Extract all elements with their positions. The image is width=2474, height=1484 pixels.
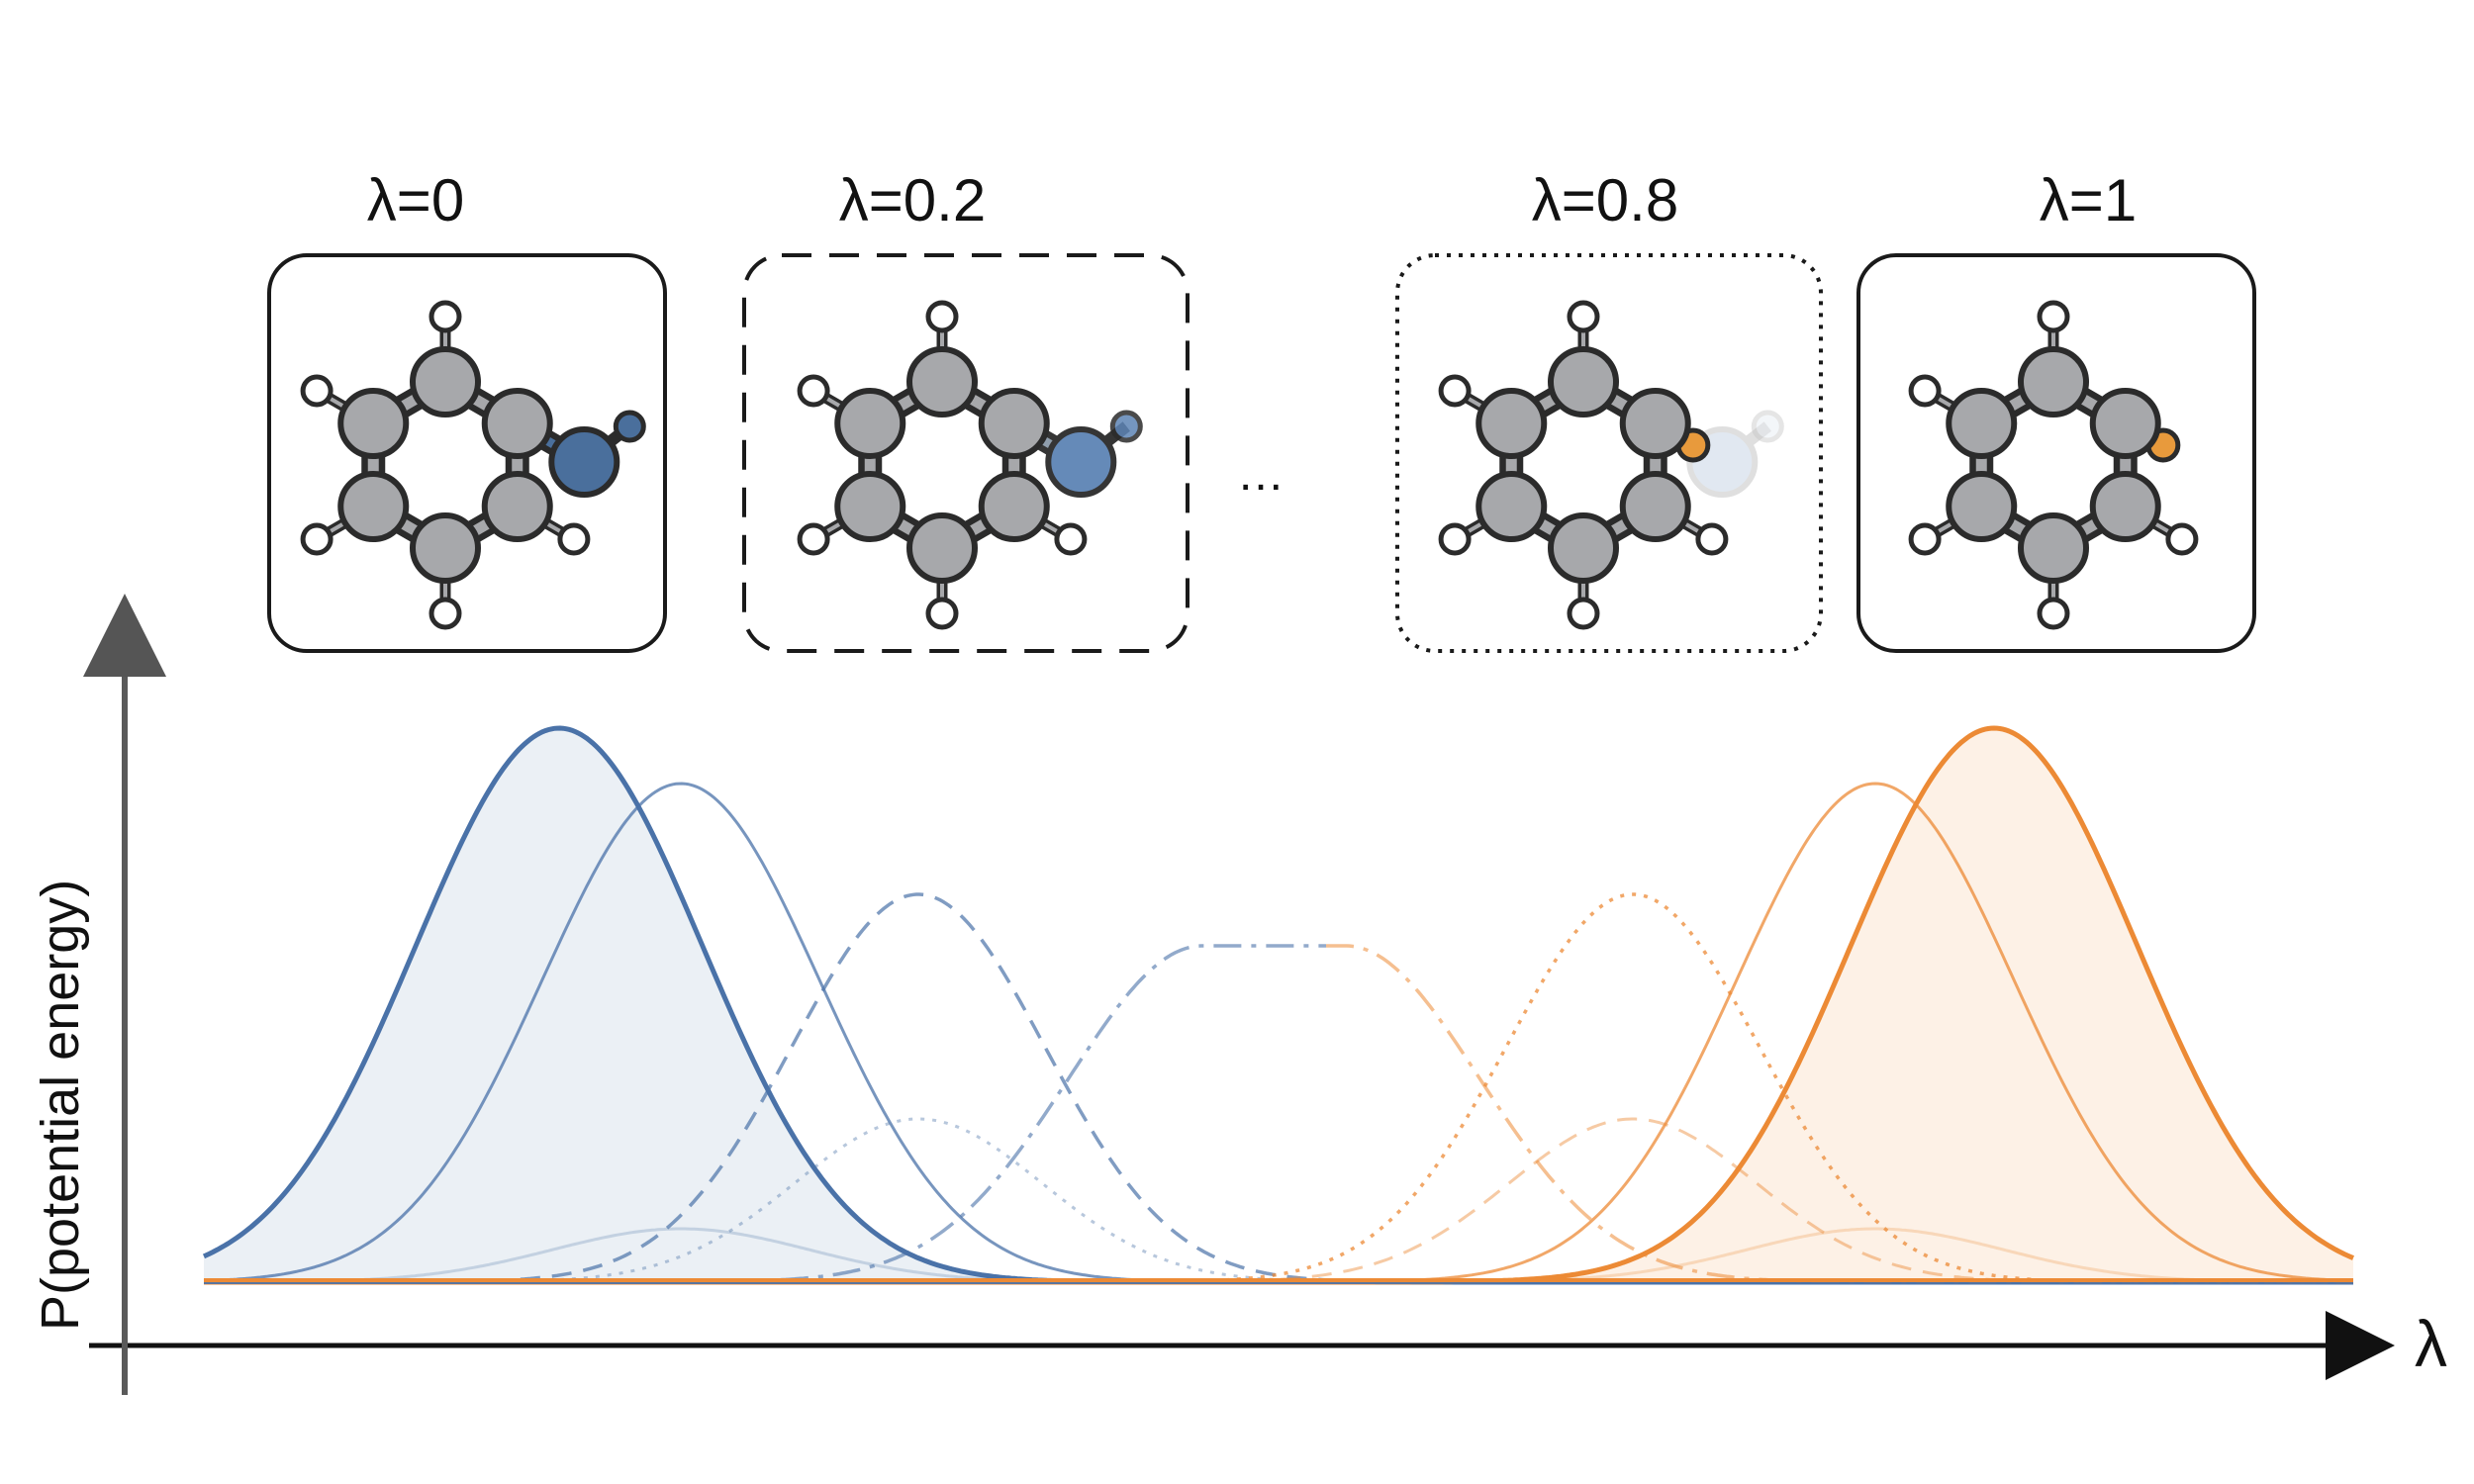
carbon-atom [1548, 346, 1619, 417]
carbon-atom [906, 512, 978, 584]
lambda-label-1: λ=1 [2039, 167, 2138, 233]
hydrogen-atom [925, 597, 959, 630]
hydroxyl-hydrogen [1751, 410, 1784, 443]
oxygen-atom [1045, 426, 1117, 498]
hydrogen-atom [1567, 597, 1600, 630]
hydrogen-atom [557, 522, 591, 556]
hydrogen-atom [1054, 522, 1088, 556]
hydrogen-atom [1908, 522, 1942, 556]
carbon-atom [337, 471, 410, 542]
curve-lambda-0-5-blue [204, 944, 1326, 1284]
carbon-atom [1619, 388, 1691, 459]
hydrogen-atom [428, 300, 462, 333]
state-frame [1856, 253, 2256, 653]
carbon-atom [481, 388, 553, 459]
state-frame [267, 253, 667, 653]
oxygen-atom [548, 426, 620, 498]
x-axis-label: λ [2415, 1307, 2447, 1380]
hydrogen-atom [2037, 597, 2070, 630]
hydroxyl-hydrogen [613, 410, 646, 443]
carbon-atom [1475, 471, 1548, 542]
state-frame [1395, 253, 1823, 653]
hydrogen-atom [2165, 522, 2199, 556]
hydrogen-atom [1438, 374, 1472, 408]
carbon-atom [1475, 388, 1548, 459]
hydroxyl-hydrogen [1109, 410, 1143, 443]
carbon-atom [978, 471, 1050, 542]
carbon-atom [410, 346, 481, 417]
hydrogen-atom [797, 374, 830, 408]
state-frame [742, 253, 1189, 653]
carbon-atom [2018, 512, 2089, 584]
molecule-box-3 [1856, 253, 2256, 653]
hydrogen-atom [1908, 374, 1942, 408]
lambda-label-0-8: λ=0.8 [1531, 167, 1679, 233]
molecule-box-0 [267, 253, 667, 653]
hydrogen-atom [1567, 300, 1600, 333]
carbon-atom [834, 388, 906, 459]
carbon-atom [1619, 471, 1691, 542]
carbon-atom [978, 388, 1050, 459]
overlap-distribution-curves [202, 725, 2354, 1285]
ellipsis: ... [1239, 448, 1285, 501]
carbon-atom [1946, 471, 2018, 542]
hydrogen-atom [797, 522, 830, 556]
carbon-atom [906, 346, 978, 417]
carbon-atom [834, 471, 906, 542]
hydrogen-atom [1438, 522, 1472, 556]
hydrogen-atom [1695, 522, 1729, 556]
carbon-atom [2089, 471, 2161, 542]
hydrogen-atom [925, 300, 959, 333]
carbon-atom [1548, 512, 1619, 584]
carbon-atom [481, 471, 553, 542]
carbon-atom [2089, 388, 2161, 459]
carbon-atom [410, 512, 481, 584]
hydrogen-atom [300, 522, 333, 556]
curve-lambda-0-fill [204, 728, 2353, 1282]
hydrogen-atom [300, 374, 333, 408]
lambda-label-0-2: λ=0.2 [838, 167, 987, 233]
curve-lambda-1-fill [204, 728, 2353, 1282]
hydrogen-atom [428, 597, 462, 630]
molecule-box-1 [742, 253, 1189, 653]
carbon-atom [2018, 346, 2089, 417]
y-axis-label: P(potential energy) [31, 879, 90, 1331]
carbon-atom [1946, 388, 2018, 459]
molecule-box-2 [1395, 253, 1823, 653]
carbon-atom [337, 388, 410, 459]
lambda-label-0: λ=0 [366, 167, 465, 233]
lambda-state-molecules [267, 253, 2256, 653]
hydrogen-atom [2037, 300, 2070, 333]
